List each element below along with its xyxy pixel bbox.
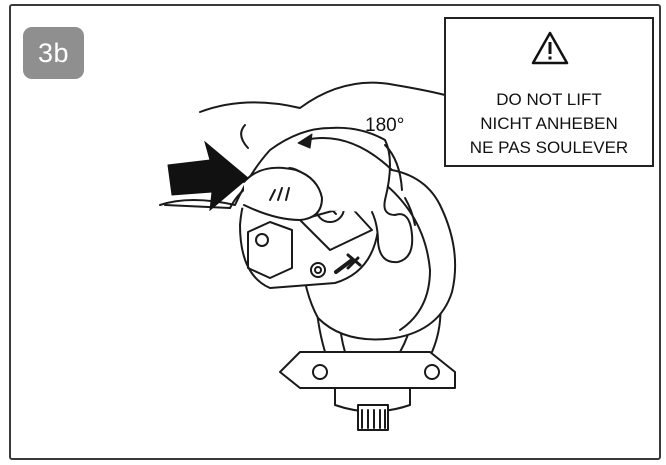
warning-triangle-icon [531, 31, 569, 65]
warning-box: DO NOT LIFT NICHT ANHEBEN NE PAS SOULEVE… [444, 17, 654, 167]
base-flange [279, 351, 456, 389]
step-badge: 3b [23, 27, 84, 79]
rotation-arrow [304, 137, 393, 171]
warning-line-en: DO NOT LIFT [496, 90, 602, 109]
hand-thumb [243, 166, 323, 221]
warning-line-de: NICHT ANHEBEN [480, 114, 618, 133]
push-arrow [167, 140, 249, 212]
rotation-angle-label: 180° [365, 115, 405, 136]
warning-line-fr: NE PAS SOULEVER [469, 138, 629, 157]
